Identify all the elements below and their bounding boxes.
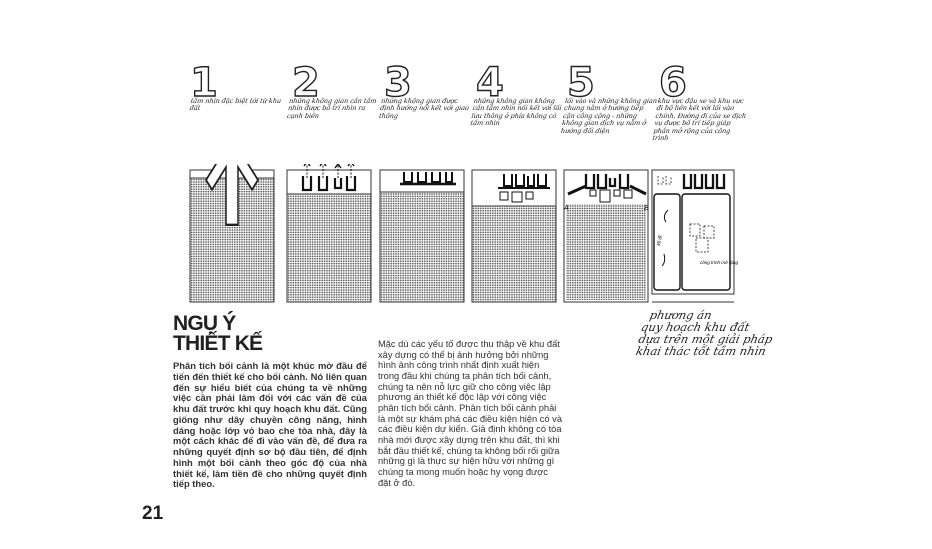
page-number: 21 [142,503,164,524]
step-number-2: 2 [291,62,320,98]
step-caption-1: tầm nhìn đặc biệt tới từ khu đất [189,97,282,113]
step-caption-6: khu vực đậu xe và khu vực đi bộ liên kết… [651,97,747,143]
step-caption-4: những không gian không cần tầm nhìn nối … [469,97,562,128]
svg-text:1: 1 [190,62,218,98]
section-heading: NGỤ Ý THIẾT KẾ [173,312,263,355]
step-number-3: 3 [383,62,412,98]
svg-text:5: 5 [567,62,595,98]
heading-line: NGỤ Ý [173,312,236,335]
svg-text:A: A [563,205,569,212]
body-column-left: Phân tích bối cảnh là một khúc mở đầu để… [173,360,367,490]
sketch-2-view-spaces [286,164,372,303]
sketch-5-entrances: A B [563,169,649,303]
sketch-1-view-arrow [189,164,275,303]
svg-text:2: 2 [292,62,320,98]
svg-text:6: 6 [659,62,687,98]
svg-text:3: 3 [384,62,412,98]
body-column-right: Mặc dù các yếu tố được thu thập về khu đ… [378,339,562,488]
step-caption-3: những không gian được định hướng nối kết… [378,97,470,120]
note-line: khai thác tốt tầm nhìn [634,344,768,358]
step-number-1: 1 [189,62,218,98]
step-number-4: 4 [475,62,504,98]
sketch-3-traffic-spaces [379,169,465,303]
heading-line: THIẾT KẾ [173,332,263,355]
step-caption-5: lối vào và những không gian chung nằm ở … [560,97,658,135]
sketch-6-site-plan: lối đi công trình mở rộng [651,169,738,303]
step-number-6: 6 [658,62,687,98]
svg-text:công trình mở rộng: công trình mở rộng [700,259,738,265]
svg-text:4: 4 [476,62,504,98]
sketch-4-service-spaces [471,169,557,303]
svg-text:B: B [644,205,649,212]
step-caption-2: những không gian cần tầm nhìn được bố tr… [286,97,378,120]
step-number-5: 5 [566,62,595,98]
handwritten-note: phương án quy hoạch khu đất dựa trên một… [634,308,779,358]
svg-text:lối đi: lối đi [655,234,664,246]
